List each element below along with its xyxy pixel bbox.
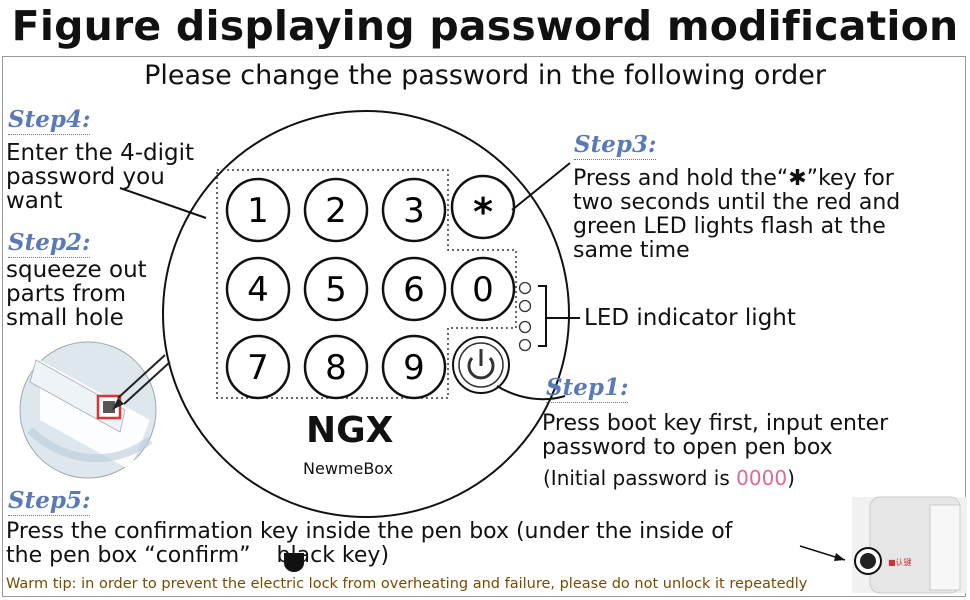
initial-password-note: (Initial password is 0000) xyxy=(543,466,795,490)
led-bracket xyxy=(538,285,580,347)
key-2: 2 xyxy=(303,177,369,243)
lock-panel-circle xyxy=(162,110,570,518)
key-6: 6 xyxy=(381,256,447,322)
svg-text:9: 9 xyxy=(403,348,425,388)
power-icon xyxy=(452,336,510,394)
step2-text: squeeze out parts from small hole xyxy=(6,257,147,331)
step1-heading: Step1: xyxy=(546,374,629,403)
confirm-key-photo: ■认键 xyxy=(852,496,967,594)
svg-text:■认键: ■认键 xyxy=(888,557,912,567)
step5-heading: Step5: xyxy=(8,487,91,516)
led-indicator-label: LED indicator light xyxy=(584,305,796,331)
step4-text: Enter the 4-digit password you want xyxy=(6,140,195,214)
step3-text: Press and hold the“✱”key for two seconds… xyxy=(573,166,901,263)
svg-text:7: 7 xyxy=(247,348,269,388)
keypad-outline xyxy=(216,169,517,399)
svg-text:2: 2 xyxy=(325,191,347,231)
key-1: 1 xyxy=(225,177,291,243)
led-lights xyxy=(518,281,532,352)
step5-line1: Press the confirmation key inside the pe… xyxy=(6,519,733,544)
initial-password-code: 0000 xyxy=(736,466,788,490)
svg-text:0: 0 xyxy=(472,270,494,310)
key-3: 3 xyxy=(381,177,447,243)
step1-text: Press boot key first, input enter passwo… xyxy=(542,411,889,460)
step5-line2: the pen box “confirm”black key) xyxy=(6,543,390,568)
step3-heading: Step3: xyxy=(574,131,657,160)
step4-heading: Step4: xyxy=(8,106,91,135)
step4-pointer xyxy=(119,187,207,219)
svg-text:5: 5 xyxy=(325,270,347,310)
key-5: 5 xyxy=(303,256,369,322)
newmebox-logo-text: NewmeBox xyxy=(303,459,394,478)
step1-pointer xyxy=(496,385,566,401)
figure-frame xyxy=(2,56,966,597)
key-9: 9 xyxy=(381,334,447,400)
svg-text:4: 4 xyxy=(247,270,269,310)
svg-text:6: 6 xyxy=(403,270,425,310)
warm-tip: Warm tip: in order to prevent the electr… xyxy=(6,576,808,592)
svg-text:3: 3 xyxy=(403,191,425,231)
svg-text:8: 8 xyxy=(325,348,347,388)
figure-title: Figure displaying password modification xyxy=(11,2,959,50)
key-star: * xyxy=(450,174,516,240)
key-8: 8 xyxy=(303,334,369,400)
key-4: 4 xyxy=(225,256,291,322)
key-0: 0 xyxy=(450,256,516,322)
key-7: 7 xyxy=(225,334,291,400)
pen-box-hole-photo xyxy=(19,341,171,479)
ngx-logo: NGX xyxy=(306,410,394,451)
step2-heading: Step2: xyxy=(8,229,91,258)
black-key-icon xyxy=(284,553,304,572)
instructions-subtitle: Please change the password in the follow… xyxy=(144,60,826,91)
svg-text:*: * xyxy=(473,190,493,234)
step3-pointer xyxy=(511,162,571,211)
svg-text:1: 1 xyxy=(247,191,269,231)
